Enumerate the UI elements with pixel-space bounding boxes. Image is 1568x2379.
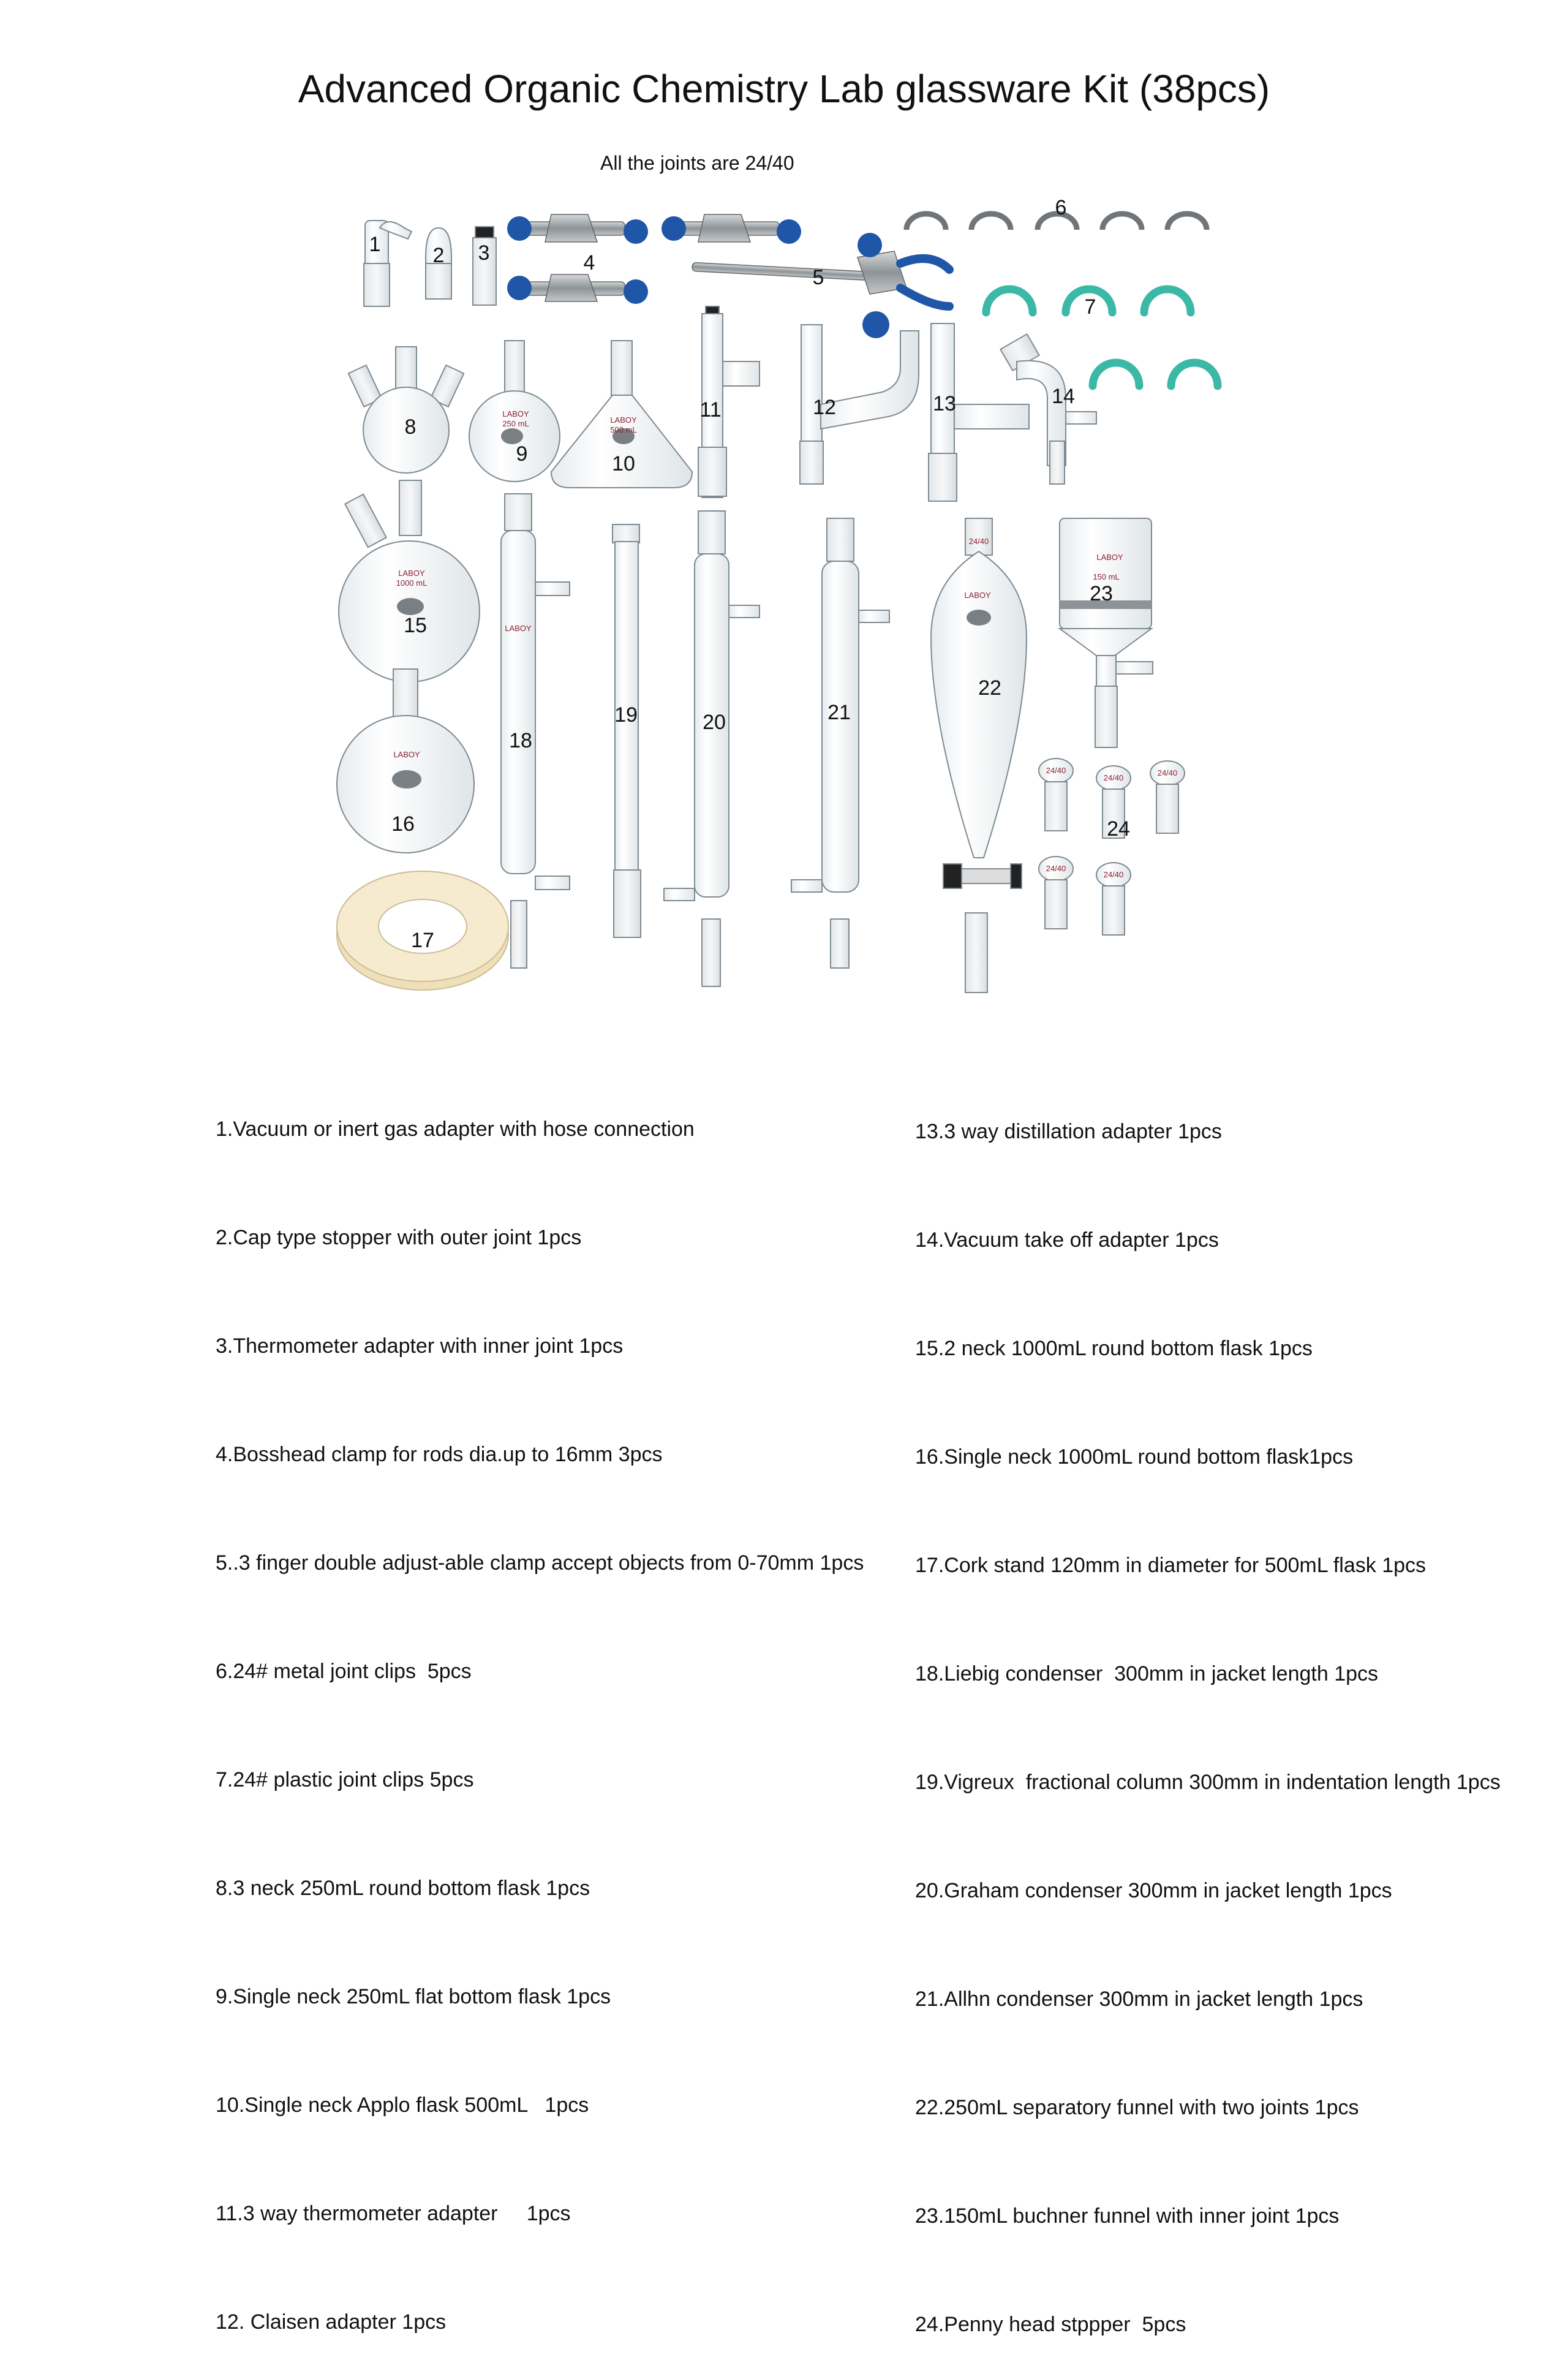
thermometer-adapter-item [472, 226, 497, 306]
list-item: 19.Vigreux fractional column 300mm in in… [915, 1771, 1501, 1794]
volume-mark: 150 mL [1093, 572, 1119, 581]
vigreux-column-item [612, 524, 641, 938]
vacuum-adapter-item [363, 220, 413, 307]
callout-18: 18 [509, 729, 532, 752]
three-neck-flask-item [347, 346, 465, 474]
two-neck-flask-item [338, 480, 480, 683]
callout-2: 2 [433, 244, 445, 267]
brand-mark: LABOY [502, 409, 529, 418]
allihn-condenser-item [791, 518, 890, 969]
list-item: 1.Vacuum or inert gas adapter with hose … [216, 1118, 695, 1141]
separatory-funnel-item [930, 518, 1028, 993]
brand-mark: LABOY [505, 624, 532, 633]
callout-24: 24 [1107, 817, 1130, 841]
item-list-right: 13.3 way distillation adapter 1pcs 14.Va… [915, 1042, 1501, 2379]
list-item: 11.3 way thermometer adapter 1pcs [216, 2202, 571, 2225]
callout-5: 5 [813, 266, 824, 289]
list-item: 14.Vacuum take off adapter 1pcs [915, 1228, 1219, 1252]
applo-flask-item [550, 340, 693, 488]
list-item: 6.24# metal joint clips 5pcs [216, 1660, 472, 1683]
list-item: 17.Cork stand 120mm in diameter for 500m… [915, 1554, 1427, 1577]
list-item: 8.3 neck 250mL round bottom flask 1pcs [216, 1877, 590, 1900]
joint-mark: 24/40 [1046, 766, 1066, 775]
joint-mark: 24/40 [1046, 864, 1066, 873]
callout-22: 22 [978, 676, 1001, 700]
callout-1: 1 [369, 233, 381, 256]
brand-mark: LABOY [398, 569, 425, 578]
callout-3: 3 [478, 241, 490, 265]
three-way-thermometer-adapter-item [698, 306, 760, 498]
volume-mark: 1000 mL [396, 578, 428, 588]
list-item: 3.Thermometer adapter with inner joint 1… [216, 1334, 624, 1358]
claisen-adapter-item [799, 324, 919, 485]
penny-head-stoppers-item [1038, 758, 1185, 936]
brand-mark: LABOY [964, 591, 991, 600]
brand-mark: LABOY [610, 415, 637, 425]
callout-15: 15 [404, 614, 427, 637]
vacuum-takeoff-adapter-item [999, 333, 1097, 485]
graham-condenser-item [663, 510, 760, 987]
callout-19: 19 [614, 703, 638, 727]
cap-stopper-item [425, 227, 452, 300]
list-item: 22.250mL separatory funnel with two join… [915, 2096, 1359, 2119]
three-way-distillation-adapter-item [928, 323, 1030, 502]
joint-mark: 24/40 [1104, 870, 1124, 879]
callout-6: 6 [1055, 196, 1067, 219]
bosshead-clamps-item [507, 214, 801, 304]
cork-stand-item [336, 871, 509, 991]
page-title: Advanced Organic Chemistry Lab glassware… [298, 67, 1270, 111]
callout-11: 11 [699, 398, 721, 422]
liebig-condenser-item [500, 493, 570, 969]
joint-mark: 24/40 [1158, 768, 1178, 777]
callout-23: 23 [1090, 582, 1113, 605]
list-item: 4.Bosshead clamp for rods dia.up to 16mm… [216, 1443, 663, 1466]
callout-10: 10 [612, 452, 635, 475]
list-item: 13.3 way distillation adapter 1pcs [915, 1120, 1222, 1143]
joint-mark: 24/40 [969, 537, 989, 546]
volume-mark: 500 mL [610, 425, 636, 434]
list-item: 15.2 neck 1000mL round bottom flask 1pcs [915, 1337, 1313, 1360]
glassware-kit-photo: LABOY LABOY LABOY LABOY LABOY LABOY LABO… [336, 196, 1222, 993]
list-item: 18.Liebig condenser 300mm in jacket leng… [915, 1662, 1379, 1685]
list-item: 10.Single neck Applo flask 500mL 1pcs [216, 2093, 589, 2117]
list-item: 9.Single neck 250mL flat bottom flask 1p… [216, 1985, 611, 2008]
item-list-left: 1.Vacuum or inert gas adapter with hose … [216, 1039, 864, 2377]
callout-21: 21 [827, 701, 851, 724]
callout-16: 16 [391, 812, 415, 836]
volume-mark: 250 mL [502, 419, 529, 428]
list-item: 16.Single neck 1000mL round bottom flask… [915, 1445, 1354, 1469]
three-finger-clamp-item [692, 233, 954, 338]
brand-mark: LABOY [1096, 553, 1123, 562]
callout-7: 7 [1085, 295, 1096, 319]
brand-mark: LABOY [393, 750, 420, 759]
plastic-joint-clips-item [982, 285, 1222, 390]
callout-12: 12 [813, 396, 836, 419]
flat-bottom-flask-item [469, 340, 560, 482]
joint-size-note: All the joints are 24/40 [600, 152, 794, 174]
callout-8: 8 [405, 415, 417, 439]
list-item: 20.Graham condenser 300mm in jacket leng… [915, 1879, 1392, 1902]
list-item: 12. Claisen adapter 1pcs [216, 2310, 447, 2334]
callout-9: 9 [516, 442, 528, 466]
list-item: 5..3 finger double adjust-able clamp acc… [216, 1551, 864, 1575]
buchner-funnel-item [1057, 518, 1154, 748]
callout-20: 20 [703, 711, 726, 734]
joint-mark: 24/40 [1104, 773, 1124, 782]
list-item: 2.Cap type stopper with outer joint 1pcs [216, 1226, 582, 1249]
list-item: 21.Allhn condenser 300mm in jacket lengt… [915, 1988, 1363, 2011]
callout-4: 4 [584, 251, 595, 274]
callout-14: 14 [1052, 385, 1075, 408]
metal-joint-clips-item [903, 211, 1210, 230]
callout-17: 17 [411, 929, 434, 952]
list-item: 24.Penny head stppper 5pcs [915, 2313, 1186, 2336]
list-item: 23.150mL buchner funnel with inner joint… [915, 2204, 1340, 2228]
single-neck-flask-item [336, 668, 475, 853]
list-item: 7.24# plastic joint clips 5pcs [216, 1768, 474, 1791]
callout-13: 13 [933, 392, 956, 415]
